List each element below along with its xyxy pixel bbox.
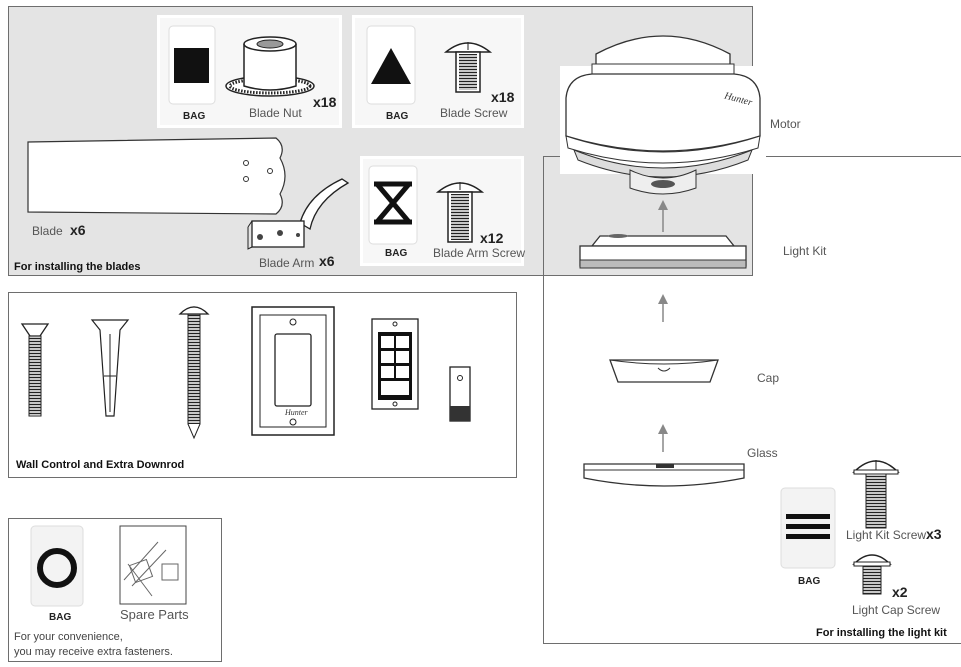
blade-arm-label: Blade Arm [259, 256, 315, 270]
blade-arm-icon [247, 178, 350, 250]
blade-nut-label: Blade Nut [249, 106, 302, 120]
mounting-screw-icon [20, 323, 50, 417]
light-kit-caption: For installing the light kit [816, 627, 947, 639]
arrow-up-icon [658, 294, 668, 322]
light-kit-label: Light Kit [783, 244, 827, 258]
wall-plate-icon [251, 306, 335, 436]
motor-label: Motor [770, 117, 801, 131]
bag-icon [780, 487, 836, 569]
blade-nut-icon [225, 36, 315, 97]
light-kit-screw-icon [852, 460, 900, 529]
blade-nut-count: x18 [313, 94, 337, 110]
blade-arm-count: x6 [319, 253, 335, 269]
light-kit-screw-label: Light Kit Screw [846, 528, 927, 542]
bag-icon [366, 25, 416, 105]
bag-icon [368, 165, 418, 245]
spare-note-line2: you may receive extra fasteners. [14, 646, 173, 658]
spare-note-line1: For your convenience, [14, 631, 123, 643]
bag-label: BAG [386, 111, 409, 122]
bag-icon [30, 525, 84, 607]
wall-control-panel [8, 292, 517, 478]
light-cap-screw-count: x2 [892, 584, 908, 600]
wood-screw-icon [178, 306, 210, 440]
light-cap-screw-label: Light Cap Screw [852, 603, 941, 617]
blade-icon [27, 137, 286, 215]
spare-parts-panel [8, 518, 222, 662]
arrow-up-icon [658, 424, 668, 452]
blade-label: Blade [32, 224, 63, 238]
wall-control-caption: Wall Control and Extra Downrod [16, 459, 185, 471]
light-cap-screw-icon [852, 554, 892, 595]
cap-label: Cap [757, 371, 780, 385]
bag-label: BAG [183, 111, 206, 122]
blade-arm-screw-count: x12 [480, 230, 504, 246]
blade-count: x6 [70, 222, 86, 238]
motor-icon [560, 35, 766, 195]
blade-arm-screw-icon [435, 182, 485, 243]
blade-screw-label: Blade Screw [440, 106, 508, 120]
wall-anchor-icon [90, 319, 130, 417]
blade-screw-icon [443, 42, 493, 93]
hunter-logo: Hunter [285, 408, 308, 417]
bag-label: BAG [385, 248, 408, 259]
spare-parts-bag-icon [119, 525, 187, 605]
light-kit-icon [579, 234, 747, 269]
blades-caption: For installing the blades [14, 261, 141, 273]
blade-arm-screw-label: Blade Arm Screw [433, 246, 526, 260]
spare-parts-label: Spare Parts [120, 607, 189, 622]
bag-icon [168, 25, 216, 105]
wall-control-icon [371, 318, 419, 410]
glass-label: Glass [747, 446, 778, 460]
light-kit-screw-count: x3 [926, 526, 942, 542]
extra-downrod-icon [449, 366, 471, 422]
arrow-up-icon [658, 200, 668, 232]
glass-icon [583, 463, 745, 487]
bag-label: BAG [798, 576, 821, 587]
blade-screw-count: x18 [491, 89, 515, 105]
cap-icon [609, 359, 719, 383]
bag-label: BAG [49, 612, 72, 623]
